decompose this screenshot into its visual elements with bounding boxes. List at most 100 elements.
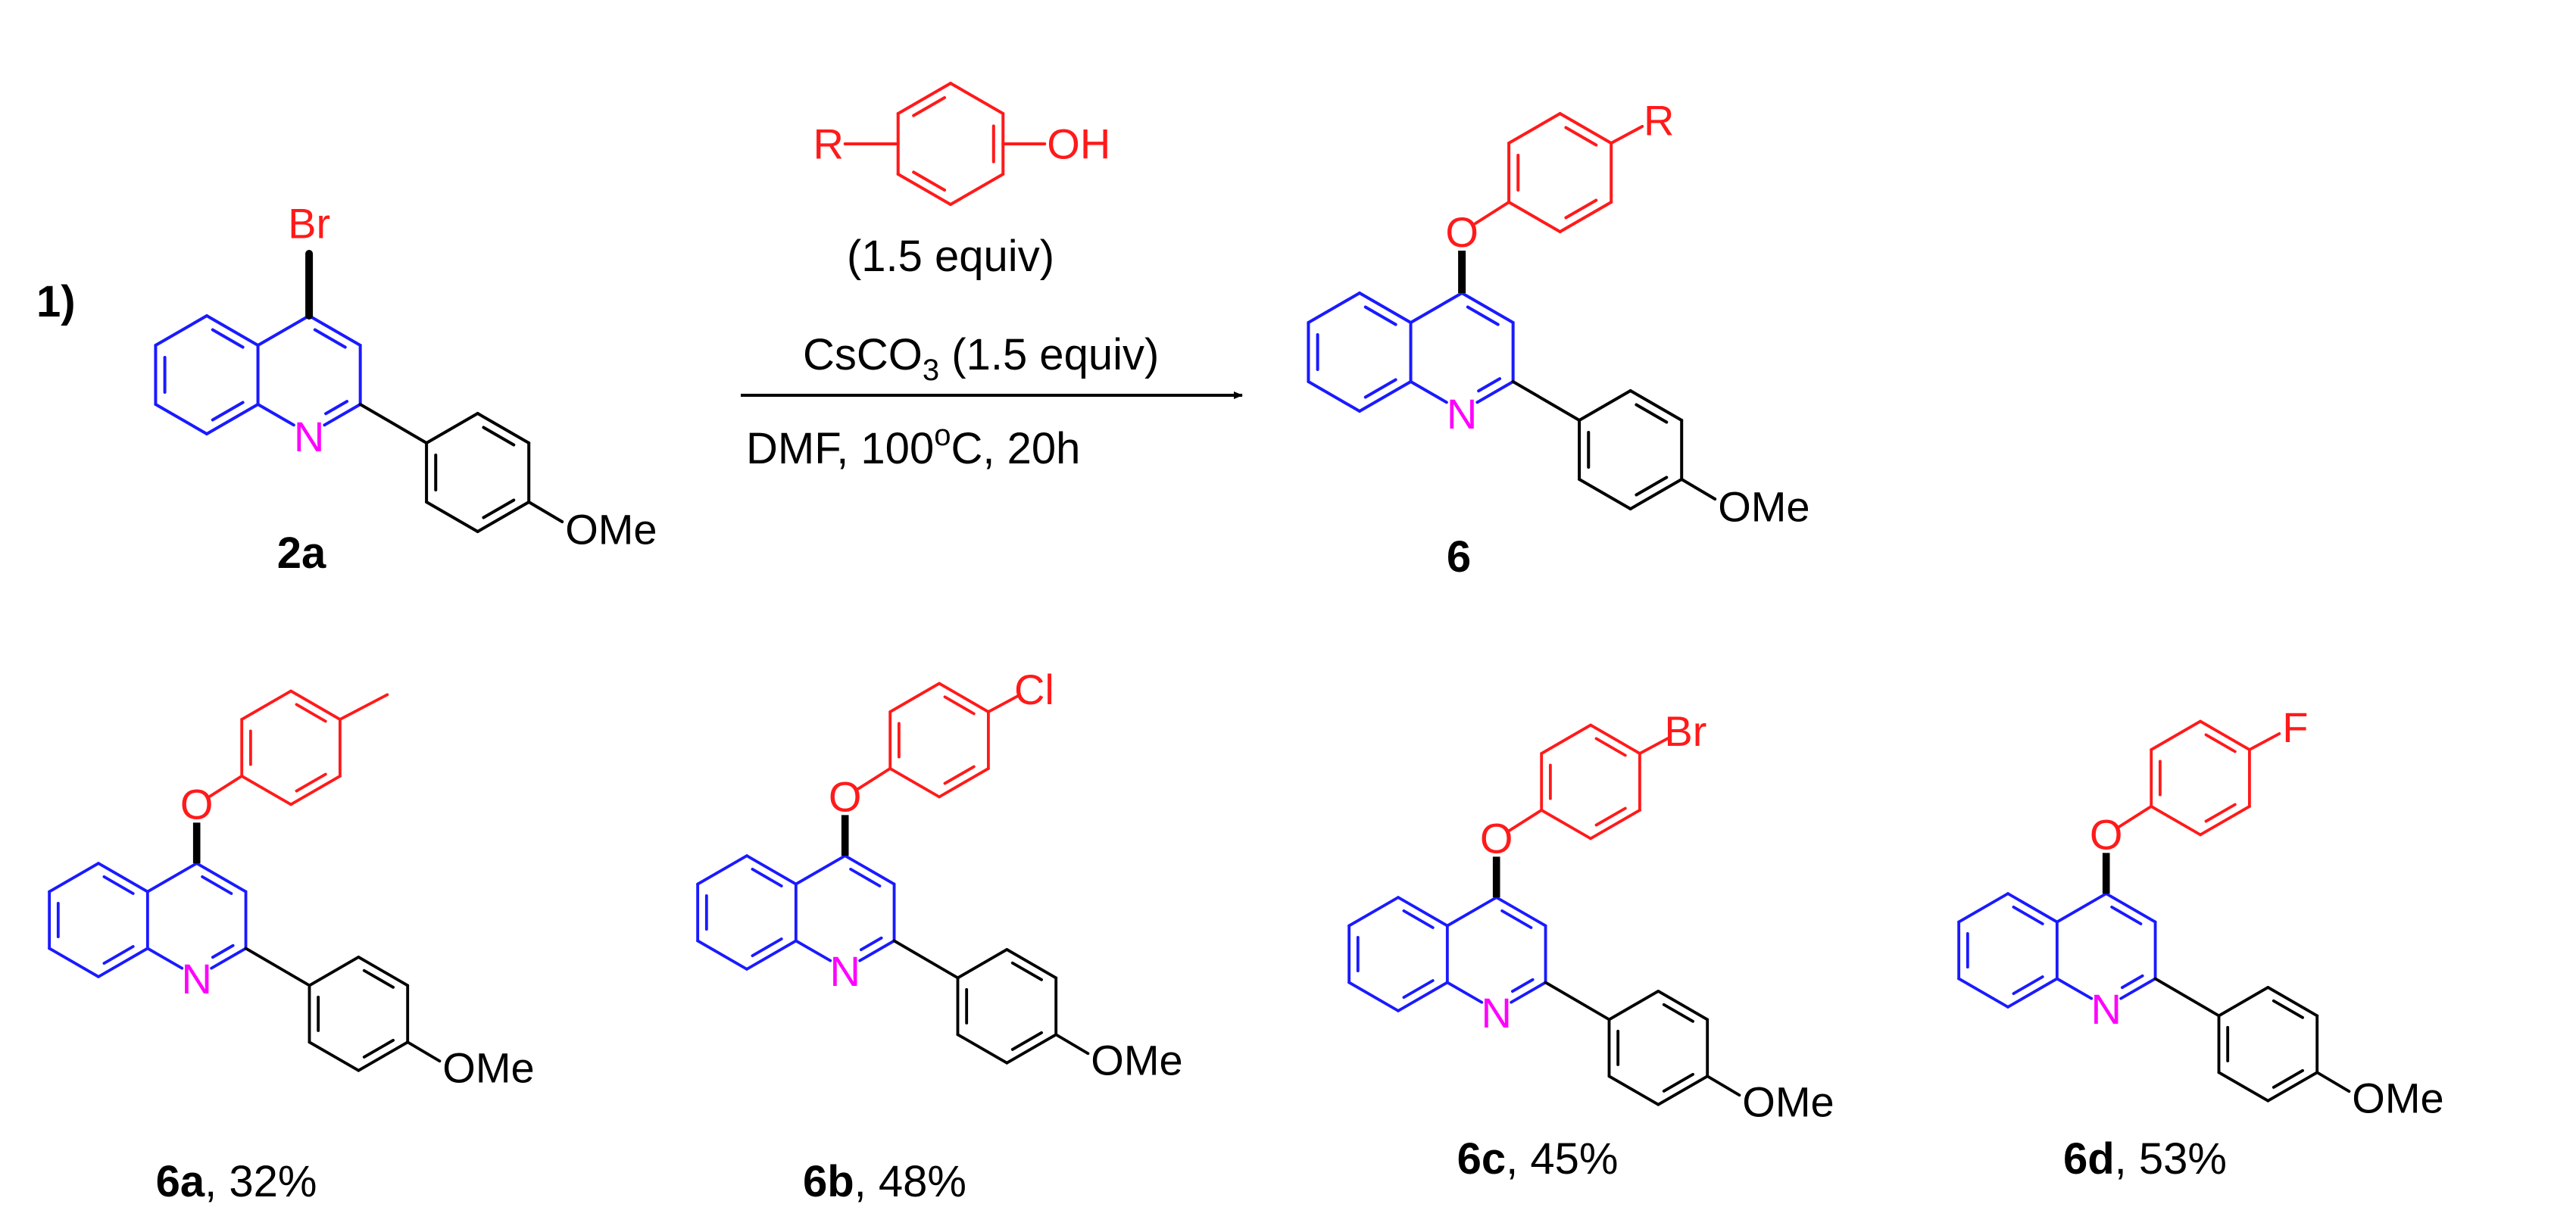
product-label: 6 (1447, 532, 1471, 582)
bond-line (1578, 478, 1632, 510)
bond-line (2055, 977, 2094, 1000)
nitrogen-atom: N (294, 413, 324, 460)
bond-line (1628, 389, 1684, 422)
bond-line (358, 403, 429, 444)
bond-line (1607, 990, 1660, 1021)
bond-line (527, 501, 564, 523)
bond-line (938, 766, 990, 799)
bond-line (843, 854, 896, 886)
double-bond-line (859, 936, 883, 952)
double-bond-line (1594, 737, 1627, 757)
bond-line (1474, 201, 1511, 225)
bond-line (1638, 735, 1672, 755)
solvent-temperature-time: DMF, 100oC, 20h (746, 419, 1080, 473)
double-bond-line (482, 426, 516, 447)
double-bond-line (1662, 1003, 1694, 1023)
bond-line (425, 412, 479, 444)
bond-line (425, 501, 479, 533)
bond-line (1957, 977, 2009, 1009)
bond-line (97, 862, 149, 894)
double-bond-line (211, 401, 245, 422)
bond-line (476, 501, 531, 533)
bond-line (1347, 896, 1400, 928)
bond-line (2217, 986, 2270, 1018)
bond-line (357, 956, 410, 987)
methyl-bond (338, 693, 389, 721)
bond-line (195, 862, 248, 894)
nitrogen-atom: N (1447, 390, 1477, 438)
bond-line (1957, 892, 2009, 924)
double-bond-line (912, 95, 947, 117)
oxygen-atom: O (2090, 810, 2123, 858)
double-bond-line (1466, 305, 1500, 326)
bond-line (1307, 380, 1361, 413)
double-bond-line (102, 945, 135, 965)
bond-line (858, 939, 896, 962)
bond-line (2150, 719, 2202, 751)
bond-line (406, 1040, 442, 1063)
bond-line (308, 314, 362, 347)
bond-line (1589, 723, 1641, 755)
bond-line (145, 947, 184, 970)
bond-line (308, 1040, 361, 1072)
bond-line (145, 862, 198, 894)
starting-material-label: 2a (277, 529, 326, 578)
bond-line (696, 939, 748, 971)
double-bond-line (2204, 803, 2237, 823)
bond-line (2119, 977, 2157, 1000)
bond-line (956, 1033, 1009, 1065)
double-bond-line (2272, 999, 2304, 1019)
bond-line (210, 947, 248, 970)
bond-line (1358, 292, 1413, 324)
nitrogen-atom: N (1481, 989, 1511, 1037)
bond-line (1680, 478, 1717, 501)
methoxy-label: OMe (565, 506, 657, 554)
bond-line (2104, 892, 2157, 924)
bond-line (357, 1040, 410, 1072)
bond-line (48, 862, 100, 894)
oxygen-atom: O (829, 772, 862, 820)
bond-line (2153, 977, 2221, 1018)
bond-line (1445, 896, 1498, 928)
bond-line (2266, 986, 2319, 1018)
bond-line (986, 694, 1020, 713)
bond-line (476, 412, 531, 444)
bond-line (1510, 981, 1547, 1004)
double-bond-line (751, 937, 783, 958)
double-bond-line (211, 328, 245, 349)
bond-line (1460, 292, 1515, 324)
bond-line (289, 689, 342, 721)
bond-line (892, 939, 960, 980)
bond-line (794, 854, 847, 886)
bond-line (2266, 1071, 2319, 1103)
bond-line (1558, 201, 1613, 233)
double-bond-line (2012, 905, 2044, 925)
bond-line (1706, 1074, 1741, 1097)
phenol-equiv-text: (1.5 equiv) (847, 232, 1054, 281)
methoxy-label: OMe (2352, 1074, 2443, 1122)
bond-line (154, 403, 208, 435)
double-bond-line (1635, 476, 1669, 497)
bond-line (1445, 981, 1484, 1004)
methoxy-label: OMe (1091, 1037, 1182, 1084)
bond-line (323, 403, 362, 427)
bond-line (1358, 380, 1413, 413)
bond-line (1544, 981, 1611, 1021)
chlorine-atom: Cl (1014, 666, 1054, 713)
double-bond-line (201, 875, 233, 895)
bond-line (256, 403, 295, 427)
nitrogen-atom: N (2090, 985, 2121, 1033)
bond-line (2247, 731, 2281, 751)
bond-line (1511, 380, 1582, 422)
bond-line (1540, 723, 1592, 755)
double-bond-line (1402, 909, 1435, 929)
bond-line (1656, 990, 1710, 1021)
bond-line (745, 939, 798, 971)
bond-line (1475, 380, 1515, 404)
bond-line (1540, 809, 1592, 841)
bond-line (1005, 1033, 1058, 1065)
bond-line (205, 314, 260, 347)
